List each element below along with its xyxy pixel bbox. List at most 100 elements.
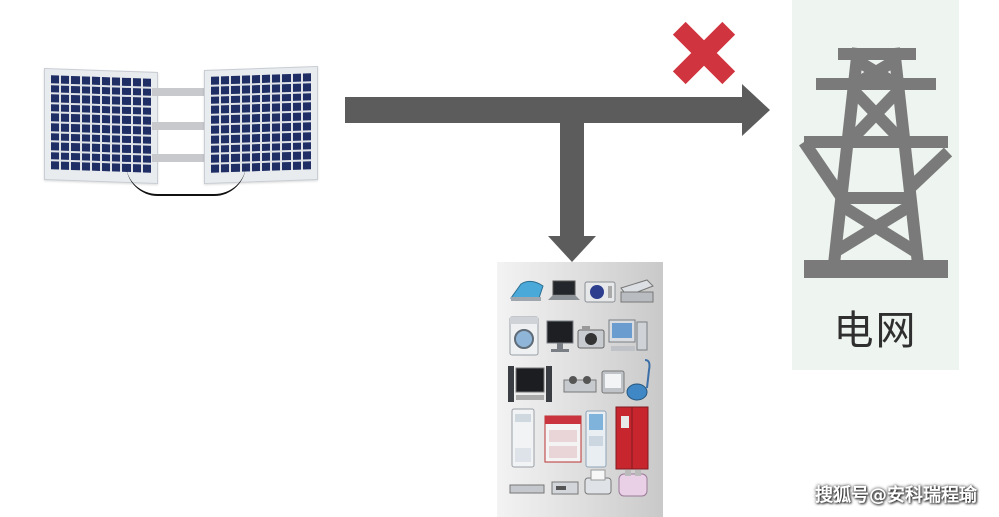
solar-cell [241,94,250,104]
vacuum-cleaner-icon [626,359,651,401]
solar-cell [231,124,240,133]
solar-cell [122,144,131,153]
air-conditioner-icon [511,408,535,468]
solar-cell [211,86,220,95]
solar-cell [231,95,240,104]
solar-cell [101,144,111,153]
grid-box: 电网 [792,0,959,370]
solar-cell [61,104,70,113]
solar-cell [211,125,220,134]
solar-cell [251,94,260,103]
microwave-icon [584,281,616,303]
solar-cell [112,144,121,153]
solar-panels [44,66,318,198]
solar-cell [142,116,151,125]
solar-cell [122,135,131,144]
solar-cell [101,163,111,172]
solar-cell [282,73,291,83]
solar-cell [122,154,131,163]
iron-icon [510,280,544,301]
camera-icon [577,326,605,349]
solar-cell [251,75,260,84]
solar-cell [302,161,311,170]
solar-cell [272,84,281,93]
solar-cell [231,144,240,153]
solar-cell [51,84,60,93]
solar-cell [81,153,90,161]
solar-cell [61,94,70,103]
panel-strut [152,154,208,162]
solar-cell [251,114,260,123]
solar-cell [122,96,131,105]
grid-label: 电网 [833,308,918,354]
solar-cell [71,114,80,123]
solar-cell [251,153,260,162]
solar-cell [51,75,60,84]
solar-cell [112,163,121,172]
solar-cell [241,124,250,133]
solar-cell [142,155,151,164]
solar-cell [61,75,70,84]
solar-cell [282,132,291,141]
solar-cell [251,104,260,113]
solar-cell [91,95,100,104]
solar-cell [221,125,230,134]
solar-cell [122,116,131,125]
solar-cell [292,83,301,92]
solar-cell [71,133,80,142]
solar-cell [91,76,100,85]
refrigerator-icon [615,406,649,470]
solar-cell [261,123,271,132]
solar-cell [51,161,60,170]
solar-cell [211,154,220,163]
solar-cell [282,113,291,122]
solar-cell [272,74,281,83]
solar-cell [241,134,250,143]
solar-cell [272,142,281,151]
inkjet-printer-icon [584,469,612,495]
washing-machine-icon [509,316,539,356]
solar-cell [101,134,111,143]
solar-cell [112,96,121,105]
solar-cell [132,87,141,96]
solar-cell [251,143,260,152]
solar-cell [251,163,260,172]
solar-cell [91,163,100,171]
red-cross-icon [673,22,735,84]
watermark: 搜狐号@安科瑞程瑜 [815,485,977,506]
solar-cell [302,132,311,141]
solar-cell [292,93,301,102]
solar-cell [241,75,250,84]
solar-cell [261,74,271,83]
solar-cell [211,96,220,105]
solar-cell [61,114,70,122]
solar-cell [122,77,131,86]
solar-cell [91,105,100,114]
solar-cell [142,145,151,154]
solar-cell [112,86,121,95]
solar-cell [241,104,250,113]
solar-cell [292,103,301,112]
solar-cell [122,106,131,115]
solar-cell [71,95,80,104]
solar-cell [132,106,141,115]
solar-cell [81,124,90,133]
solar-cell [71,104,80,113]
solar-cell [61,162,70,170]
solar-cell [112,106,121,115]
solar-cell [142,126,151,135]
solar-cell [211,115,220,124]
solar-cell [91,124,100,133]
solar-cell [101,125,111,133]
panel-strut [152,88,208,96]
solar-cell [231,134,240,143]
solar-cell [91,86,100,95]
solar-cell [221,115,230,124]
solar-cell [101,115,111,124]
solar-cell [101,105,111,114]
solar-cell [261,133,271,142]
solar-cell [91,134,100,143]
solar-cell [122,87,131,96]
solar-cell [282,93,291,102]
solar-cell [231,114,240,124]
